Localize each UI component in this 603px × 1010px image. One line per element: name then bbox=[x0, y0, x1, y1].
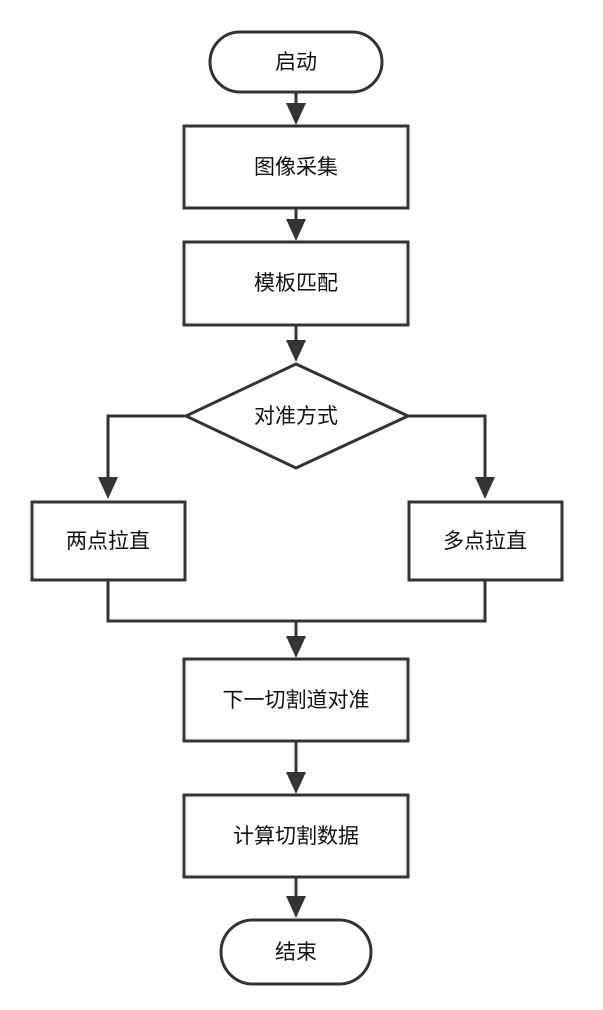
connector-decision-to-multi-point bbox=[408, 414, 487, 482]
arrowhead-compute bbox=[286, 772, 306, 794]
align-mode-decision bbox=[182, 362, 412, 470]
capture-label: 图像采集 bbox=[254, 155, 338, 179]
end-label: 结束 bbox=[275, 940, 317, 964]
arrowhead-decision bbox=[286, 340, 306, 362]
match-label: 模板匹配 bbox=[254, 271, 338, 295]
next-street-label: 下一切割道对准 bbox=[223, 688, 370, 712]
end-terminal bbox=[219, 918, 373, 986]
connector-merge bbox=[106, 580, 487, 623]
next-street-process bbox=[182, 657, 410, 743]
start-label: 启动 bbox=[275, 50, 317, 74]
arrowhead-next-street bbox=[286, 636, 306, 658]
capture-process bbox=[182, 124, 410, 210]
two-point-label: 两点拉直 bbox=[66, 529, 150, 553]
arrowhead-two-point bbox=[98, 477, 118, 499]
multi-point-label: 多点拉直 bbox=[443, 529, 527, 553]
arrowhead-match bbox=[286, 219, 306, 241]
compute-label: 计算切割数据 bbox=[233, 824, 359, 848]
two-point-process bbox=[30, 500, 187, 582]
align-mode-label: 对准方式 bbox=[254, 404, 338, 428]
arrowhead-capture bbox=[286, 103, 306, 125]
connector-decision-to-two-point bbox=[106, 414, 186, 482]
arrowhead-end bbox=[286, 896, 306, 918]
match-process bbox=[182, 240, 410, 327]
compute-process bbox=[182, 793, 410, 879]
connectors bbox=[98, 92, 495, 918]
start-terminal bbox=[208, 30, 384, 94]
nodes: 启动 图像采集 模板匹配 对准方式 两点拉直 多点拉直 下一切割道对准 计算切割… bbox=[30, 30, 564, 986]
arrowhead-multi-point bbox=[475, 477, 495, 499]
multi-point-process bbox=[407, 500, 564, 582]
